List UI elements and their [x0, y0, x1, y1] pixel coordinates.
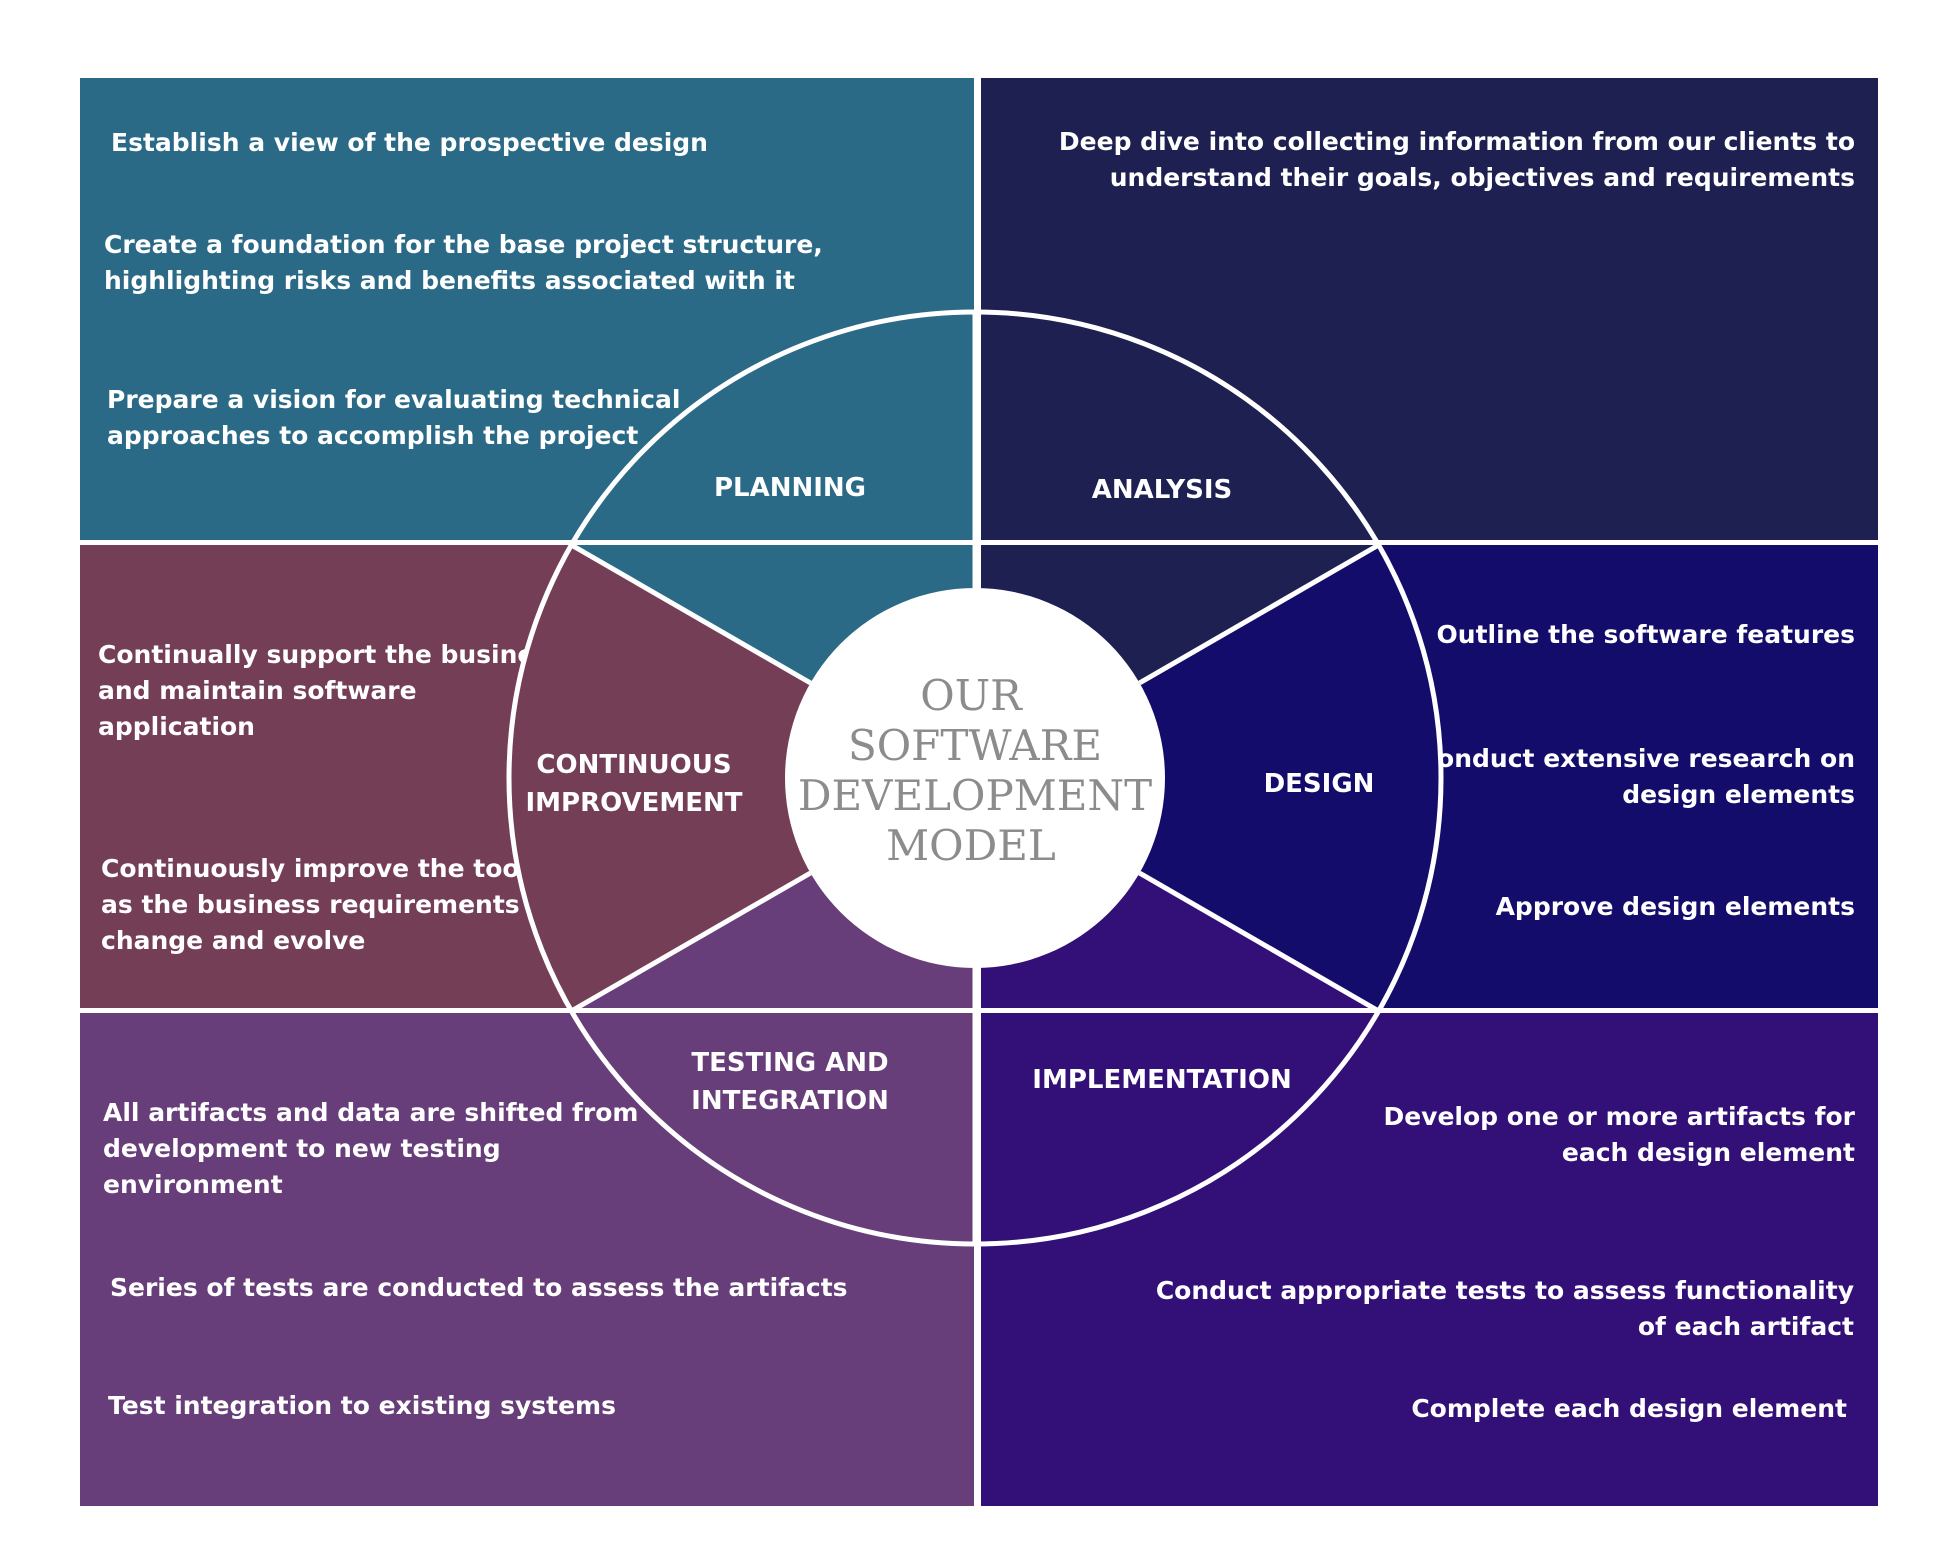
label-design: DESIGN	[1264, 769, 1375, 799]
segment-analysis	[975, 312, 1379, 683]
wheel-dividers	[570, 312, 1380, 1244]
segment-planning	[571, 311, 975, 683]
analysis-bullet-1: Deep dive into collecting information fr…	[1058, 127, 1855, 192]
design-bullet-1: Outline the software features	[1436, 620, 1855, 649]
label-planning: PLANNING	[714, 473, 866, 503]
label-analysis: ANALYSIS	[1092, 475, 1232, 505]
label-implementation: IMPLEMENTATION	[1032, 1065, 1291, 1095]
label-continuous-line-2: IMPROVEMENT	[525, 788, 742, 818]
implementation-bullet-3: Complete each design element	[1411, 1394, 1847, 1423]
planning-bullet-3: Prepare a vision for evaluating technica…	[107, 385, 681, 450]
center-title-line-2: SOFTWARE	[848, 721, 1102, 770]
segment-continuous-improvement	[508, 545, 811, 1011]
planning-bullet-1: Establish a view of the prospective desi…	[111, 128, 708, 157]
center-title-line-3: DEVELOPMENT	[798, 771, 1152, 820]
center-circle	[785, 588, 1165, 968]
implementation-bullet-2: Conduct appropriate tests to assess func…	[1155, 1276, 1854, 1341]
segment-design	[1139, 545, 1442, 1011]
label-continuous-line-1: CONTINUOUS	[536, 750, 731, 780]
testing-bullet-3: Test integration to existing systems	[108, 1391, 616, 1420]
center-title-line-4: MODEL	[886, 821, 1056, 870]
wheel-outer-ring	[506, 309, 1444, 1247]
label-testing-line-1: TESTING AND	[691, 1048, 888, 1078]
center-title-line-1: OUR	[920, 671, 1023, 720]
testing-bullet-2: Series of tests are conducted to assess …	[110, 1273, 848, 1302]
segment-implementation	[975, 873, 1379, 1244]
label-testing-line-2: INTEGRATION	[691, 1086, 889, 1116]
segment-testing-integration	[571, 873, 975, 1244]
planning-bullet-2: Create a foundation for the base project…	[104, 230, 823, 295]
design-bullet-3: Approve design elements	[1495, 892, 1855, 921]
